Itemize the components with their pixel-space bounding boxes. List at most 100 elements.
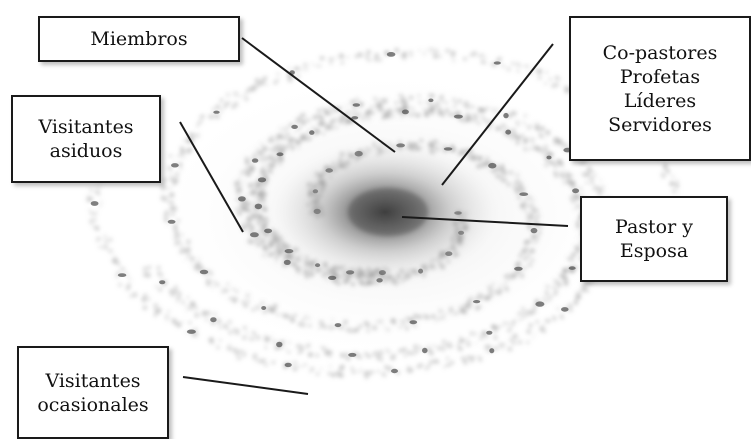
arm-dust-dot (580, 187, 583, 190)
arm-dust-dot (395, 108, 397, 110)
arm-dust-dot (267, 239, 270, 242)
arm-dust-dot (568, 304, 572, 308)
arm-dust-dot (104, 236, 107, 239)
arm-dust-dot (235, 186, 240, 191)
arm-dust-dot (355, 97, 359, 101)
arm-dust-dot (325, 351, 328, 354)
label-pastor-esposa: Pastor y Esposa (580, 196, 728, 282)
arm-dust-dot (472, 51, 477, 56)
arm-dust-dot (511, 273, 514, 276)
arm-dust-dot (589, 176, 593, 180)
arm-dust-dot (438, 112, 442, 116)
arm-dust-dot (486, 336, 489, 339)
arm-dust-dot (573, 262, 575, 264)
arm-dust-dot (529, 148, 531, 150)
arm-dust-dot (364, 352, 368, 356)
arm-dust-dot (557, 307, 560, 310)
arm-dust-dot (260, 238, 264, 242)
arm-dust-dot (187, 255, 190, 258)
arm-dust-dot (284, 347, 286, 349)
star-knot (200, 270, 208, 275)
star-knot (561, 307, 569, 312)
arm-dust-dot (256, 305, 258, 307)
arm-dust-dot (271, 141, 273, 143)
arm-dust-dot (429, 107, 433, 111)
arm-dust-dot (575, 294, 580, 299)
arm-dust-dot (196, 125, 199, 128)
arm-dust-dot (508, 347, 513, 352)
arm-dust-dot (185, 156, 187, 158)
arm-dust-dot (599, 188, 602, 191)
arm-dust-dot (544, 319, 547, 322)
arm-dust-dot (293, 146, 296, 149)
arm-dust-dot (187, 252, 190, 255)
star-knot (514, 267, 523, 271)
arm-dust-dot (273, 340, 277, 344)
arm-dust-dot (532, 209, 536, 213)
arm-dust-dot (555, 175, 558, 178)
arm-dust-dot (267, 163, 272, 168)
arm-dust-dot (218, 325, 222, 329)
arm-dust-dot (144, 270, 146, 272)
arm-dust-dot (538, 130, 541, 133)
arm-dust-dot (583, 161, 586, 164)
arm-dust-dot (532, 305, 536, 309)
arm-dust-dot (478, 293, 481, 296)
arm-dust-dot (175, 172, 180, 177)
arm-dust-dot (308, 137, 312, 141)
star-knot (276, 342, 282, 348)
arm-dust-dot (227, 101, 230, 104)
arm-dust-dot (190, 302, 195, 307)
arm-dust-dot (532, 251, 535, 254)
arm-dust-dot (93, 226, 95, 228)
arm-dust-dot (242, 354, 245, 357)
arm-dust-dot (523, 314, 526, 317)
arm-dust-dot (244, 303, 248, 307)
arm-dust-dot (574, 208, 576, 210)
arm-dust-dot (328, 372, 331, 375)
arm-dust-dot (186, 247, 191, 252)
arm-dust-dot (455, 103, 457, 105)
arm-dust-dot (591, 170, 595, 174)
arm-dust-dot (143, 305, 148, 310)
arm-dust-dot (562, 168, 564, 170)
arm-dust-dot (283, 258, 285, 260)
arm-dust-dot (438, 309, 443, 314)
arm-dust-dot (331, 318, 333, 320)
arm-dust-dot (678, 191, 680, 193)
star-knot (250, 232, 259, 237)
arm-dust-dot (560, 142, 563, 145)
arm-dust-dot (532, 337, 534, 339)
arm-dust-dot (433, 140, 437, 144)
arm-dust-dot (419, 346, 422, 349)
arm-dust-dot (494, 290, 497, 293)
arm-dust-dot (258, 214, 262, 218)
arm-dust-dot (329, 352, 332, 355)
arm-dust-dot (177, 219, 180, 222)
arm-dust-dot (326, 279, 328, 281)
arm-dust-dot (331, 373, 336, 378)
arm-dust-dot (303, 363, 307, 367)
arm-dust-dot (252, 213, 256, 217)
arm-dust-dot (261, 168, 265, 172)
arm-dust-dot (199, 116, 201, 118)
label-miembros: Miembros (38, 16, 240, 62)
arm-dust-dot (417, 315, 421, 319)
label-ocasionales-line-2: ocasionales (37, 393, 148, 417)
arm-dust-dot (496, 326, 500, 330)
arm-dust-dot (516, 141, 520, 145)
arm-dust-dot (302, 69, 304, 71)
arm-dust-dot (386, 328, 390, 332)
arm-dust-dot (488, 287, 493, 292)
arm-dust-dot (484, 345, 488, 349)
star-knot (351, 116, 358, 119)
arm-dust-dot (367, 58, 371, 62)
arm-dust-dot (309, 371, 311, 373)
arm-dust-dot (254, 196, 257, 199)
arm-dust-dot (345, 105, 347, 107)
arm-dust-dot (548, 295, 552, 299)
arm-dust-dot (428, 348, 431, 351)
arm-dust-dot (370, 106, 373, 109)
arm-dust-dot (485, 351, 487, 353)
arm-dust-dot (143, 267, 147, 271)
